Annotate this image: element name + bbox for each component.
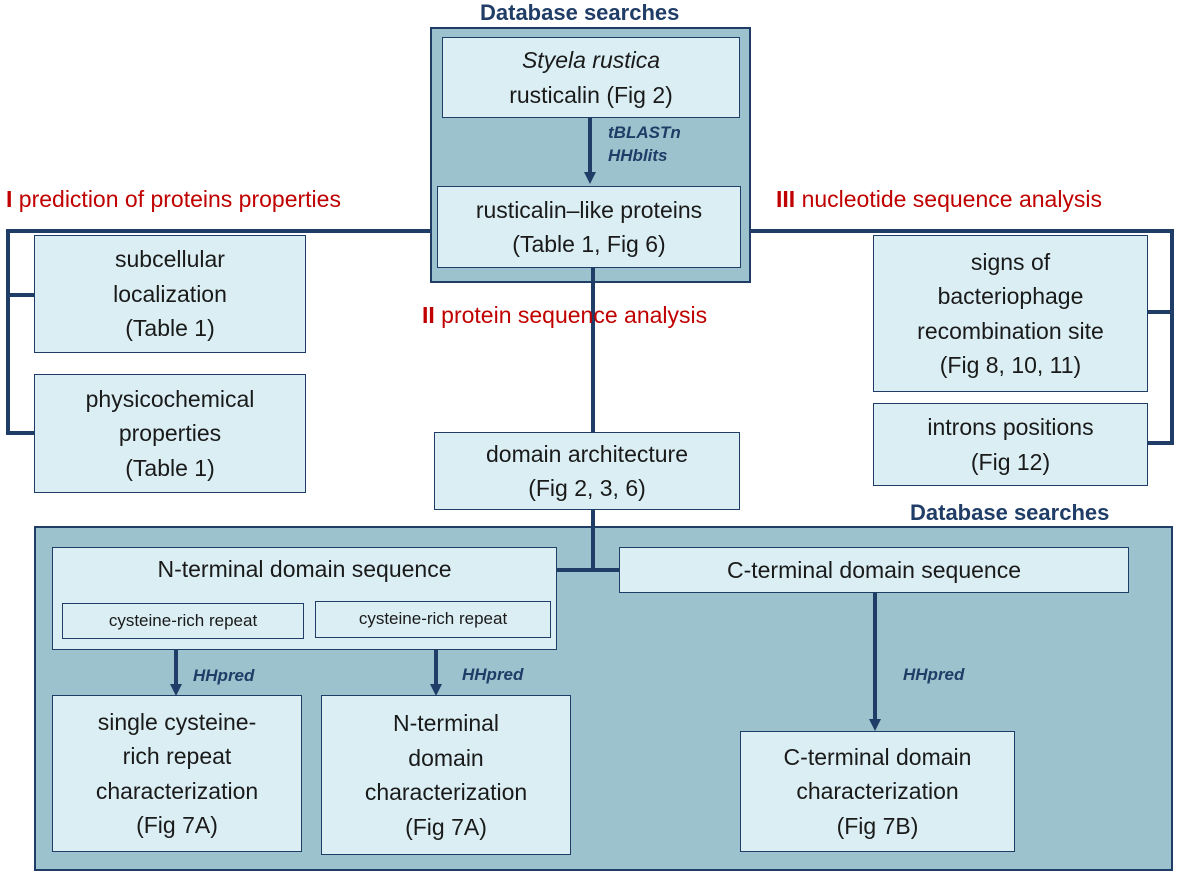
introns-ref: (Fig 12)	[970, 448, 1051, 475]
n-terminal-char-line1: N-terminal	[392, 710, 500, 736]
n-terminal-char-line3: characterization	[364, 779, 528, 805]
physicochemical-ref: (Table 1)	[125, 454, 215, 481]
right-connector	[751, 229, 1174, 445]
n-terminal-char-line2: domain	[408, 744, 484, 771]
bacteriophage-line3: recombination site	[917, 317, 1104, 344]
section-iii-text: nucleotide sequence analysis	[801, 186, 1103, 212]
domain-architecture-box: domain architecture (Fig 2, 3, 6)	[434, 432, 740, 510]
bacteriophage-box: signs of bacteriophage recombination sit…	[873, 235, 1148, 392]
bottom-database-heading: Database searches	[910, 500, 1110, 525]
tool-search-labels: tBLASTn HHblits	[608, 122, 681, 168]
c-terminal-characterization-box: C-terminal domain characterization (Fig …	[740, 731, 1015, 852]
section-ii-text: protein sequence analysis	[441, 302, 708, 328]
rusticalin-like-ref: (Table 1, Fig 6)	[512, 231, 666, 257]
section-ii-number: II	[422, 302, 435, 328]
subcellular-line1: subcellular	[115, 246, 225, 273]
single-cys-line1: single cysteine-	[97, 708, 257, 735]
single-cys-line2: rich repeat	[122, 743, 232, 769]
section-iii-number: III	[776, 186, 796, 212]
single-cys-characterization-box: single cysteine- rich repeat characteriz…	[52, 695, 302, 852]
hhpred-label-1: HHpred	[193, 666, 255, 685]
subcellular-box: subcellular localization (Table 1)	[34, 235, 306, 353]
rusticalin-label: rusticalin (Fig 2)	[509, 81, 673, 108]
top-database-heading: Database searches	[480, 0, 680, 25]
subcellular-ref: (Table 1)	[125, 315, 215, 342]
c-terminal-sequence-box: C-terminal domain sequence	[619, 547, 1129, 593]
cys-repeat-1-label: cysteine-rich repeat	[108, 610, 258, 630]
hhpred-label-2: HHpred	[462, 665, 524, 684]
bacteriophage-ref: (Fig 8, 10, 11)	[939, 352, 1082, 378]
domain-architecture-ref: (Fig 2, 3, 6)	[528, 475, 646, 501]
n-terminal-char-ref: (Fig 7A)	[405, 813, 487, 840]
section-ii-label: II protein sequence analysis	[422, 302, 707, 329]
single-cys-line3: characterization	[95, 777, 259, 804]
subcellular-line2: localization	[113, 280, 227, 307]
tblastn-label: tBLASTn	[608, 123, 681, 142]
domain-architecture-title: domain architecture	[486, 440, 688, 467]
section-iii-label: III nucleotide sequence analysis	[776, 186, 1102, 213]
cys-repeat-2-label: cysteine-rich repeat	[358, 609, 508, 629]
physicochemical-box: physicochemical properties (Table 1)	[34, 374, 306, 493]
introns-line1: introns positions	[927, 414, 1094, 440]
rusticalin-box: Styela rustica rusticalin (Fig 2)	[442, 37, 740, 118]
physicochemical-line2: properties	[118, 420, 222, 447]
c-terminal-char-ref: (Fig 7B)	[836, 812, 919, 839]
rusticalin-like-title: rusticalin–like proteins	[475, 196, 703, 223]
c-terminal-char-line2: characterization	[796, 778, 959, 805]
bacteriophage-line2: bacteriophage	[937, 283, 1084, 309]
c-terminal-sequence-label: C-terminal domain sequence	[726, 556, 1022, 583]
left-connector	[6, 229, 430, 435]
n-terminal-characterization-box: N-terminal domain characterization (Fig …	[321, 695, 571, 855]
cys-repeat-box-2: cysteine-rich repeat	[315, 601, 551, 638]
species-name: Styela rustica	[521, 47, 661, 73]
hhblits-label: HHblits	[608, 145, 668, 165]
c-terminal-char-line1: C-terminal domain	[783, 743, 972, 770]
section-i-label: I prediction of proteins properties	[6, 186, 341, 213]
cys-repeat-box-1: cysteine-rich repeat	[62, 603, 304, 639]
n-terminal-sequence-label: N-terminal domain sequence	[157, 556, 452, 582]
physicochemical-line1: physicochemical	[85, 385, 255, 412]
single-cys-ref: (Fig 7A)	[136, 812, 218, 838]
hhpred-label-3: HHpred	[903, 665, 965, 684]
rusticalin-like-box: rusticalin–like proteins (Table 1, Fig 6…	[437, 186, 741, 268]
bacteriophage-line1: signs of	[970, 248, 1051, 275]
section-i-text: prediction of proteins properties	[18, 186, 341, 212]
split-connector	[557, 510, 619, 572]
introns-box: introns positions (Fig 12)	[873, 403, 1148, 486]
section-i-number: I	[6, 186, 13, 212]
